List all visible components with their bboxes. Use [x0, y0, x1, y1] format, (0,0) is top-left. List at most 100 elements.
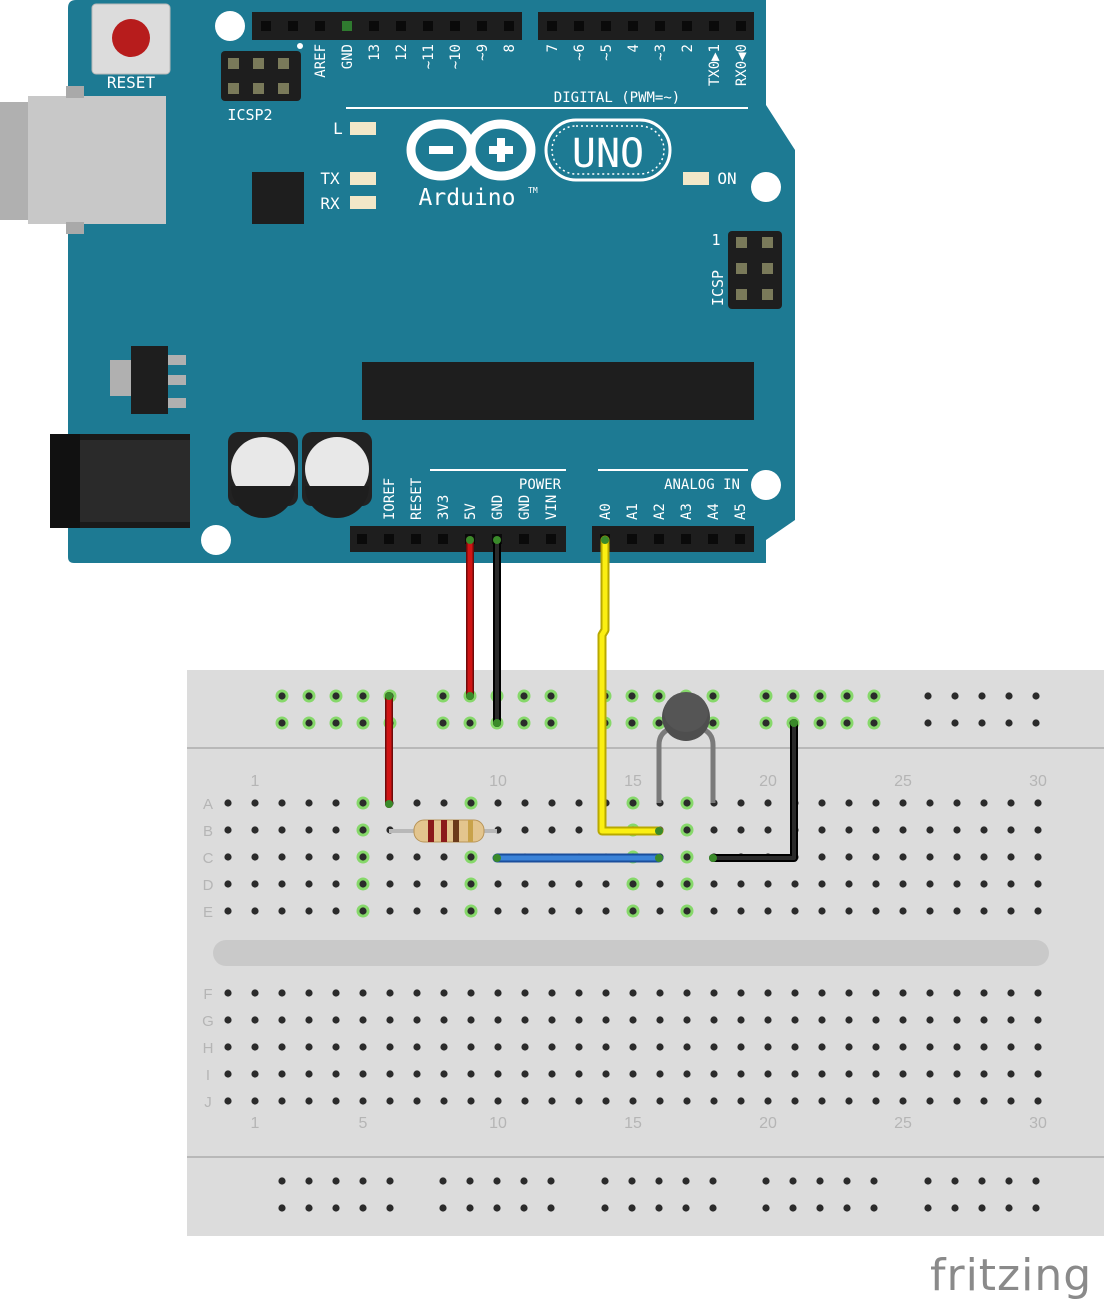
breadboard-hole: [359, 989, 367, 997]
breadboard-hole: [251, 880, 259, 888]
breadboard-hole: [521, 880, 529, 888]
breadboard-hole: [845, 1097, 853, 1105]
breadboard-hole: [494, 880, 502, 888]
header-pin-hole: [655, 21, 665, 31]
breadboard-hole: [980, 1043, 988, 1051]
header-pin-hole: [627, 534, 637, 544]
breadboard-hole: [710, 826, 718, 834]
breadboard-hole: [845, 799, 853, 807]
wire-yellow-a0[interactable]: [597, 535, 664, 836]
breadboard-hole: [980, 826, 988, 834]
icsp-label: ICSP: [709, 270, 727, 306]
icsp2-header: [221, 43, 303, 101]
breadboard-hole: [413, 1043, 421, 1051]
breadboard-hole: [467, 880, 475, 888]
breadboard-hole: [467, 1070, 475, 1078]
digital-pin-label: ~10: [448, 44, 464, 69]
breadboard-hole: [521, 907, 529, 915]
breadboard-hole: [440, 853, 448, 861]
breadboard-hole: [655, 692, 663, 700]
breadboard-hole: [1034, 853, 1042, 861]
breadboard-hole: [332, 1097, 340, 1105]
breadboard-hole: [953, 989, 961, 997]
breadboard-hole: [843, 692, 851, 700]
breadboard-row-label: I: [206, 1067, 210, 1084]
breadboard-hole: [439, 1204, 447, 1212]
header-pin-hole: [682, 21, 692, 31]
capacitor: [302, 432, 372, 518]
breadboard-hole: [440, 880, 448, 888]
breadboard-hole: [737, 1043, 745, 1051]
breadboard-hole: [359, 1204, 367, 1212]
breadboard-hole: [737, 799, 745, 807]
led-rx: [350, 196, 376, 209]
arduino-name: Arduino: [419, 185, 516, 211]
header-pin-hole: [315, 21, 325, 31]
breadboard-hole: [305, 880, 313, 888]
fritzing-logo: fritzing: [930, 1250, 1093, 1301]
breadboard-hole: [655, 1204, 663, 1212]
breadboard-hole: [251, 799, 259, 807]
breadboard-hole: [791, 880, 799, 888]
breadboard-hole: [629, 1016, 637, 1024]
breadboard-hole: [1007, 880, 1015, 888]
breadboard-hole: [386, 1043, 394, 1051]
breadboard-hole: [332, 1070, 340, 1078]
header-pin-hole: [261, 21, 271, 31]
breadboard-hole: [278, 826, 286, 834]
breadboard-hole: [843, 719, 851, 727]
breadboard-hole: [278, 1177, 286, 1185]
breadboard-hole: [926, 880, 934, 888]
reset-button[interactable]: [91, 3, 171, 75]
arduino-logo-icon: [406, 119, 536, 181]
header-pin-hole: [736, 21, 746, 31]
breadboard-hole: [548, 1043, 556, 1051]
breadboard-hole: [305, 1204, 313, 1212]
breadboard-hole: [656, 1070, 664, 1078]
header-pin-hole: [288, 21, 298, 31]
wire-endpoint: [493, 536, 501, 544]
breadboard-hole: [278, 799, 286, 807]
breadboard-hole: [575, 989, 583, 997]
breadboard-hole: [629, 989, 637, 997]
breadboard-hole: [816, 1204, 824, 1212]
breadboard-hole: [899, 1070, 907, 1078]
breadboard-hole: [1034, 799, 1042, 807]
breadboard-hole: [1007, 853, 1015, 861]
breadboard-hole: [899, 1043, 907, 1051]
breadboard-row-label: G: [202, 1013, 214, 1030]
digital-pin-label: TX0▶1: [707, 44, 723, 86]
wire-endpoint: [790, 719, 798, 727]
analog-pin-label: A1: [625, 503, 641, 520]
breadboard-hole: [764, 907, 772, 915]
board-pcb: [68, 0, 795, 563]
mount-hole: [201, 525, 231, 555]
breadboard-hole: [494, 1043, 502, 1051]
led-on: [683, 172, 709, 185]
icsp2-label: ICSP2: [227, 106, 272, 124]
breadboard-hole: [305, 799, 313, 807]
header-pin-hole: [601, 21, 611, 31]
breadboard-hole: [843, 1177, 851, 1185]
breadboard-hole: [547, 719, 555, 727]
breadboard-hole: [467, 853, 475, 861]
breadboard-hole: [980, 853, 988, 861]
digital-pin-label: GND: [340, 44, 356, 69]
breadboard-column-label: 15: [624, 1115, 642, 1132]
breadboard-hole: [359, 1016, 367, 1024]
breadboard-hole: [656, 907, 664, 915]
breadboard-hole: [332, 692, 340, 700]
wire-black-rail[interactable]: [709, 719, 798, 862]
breadboard-hole: [818, 826, 826, 834]
breadboard-hole: [710, 880, 718, 888]
breadboard-hole: [224, 1043, 232, 1051]
breadboard-hole: [899, 1016, 907, 1024]
wire-endpoint: [466, 692, 474, 700]
breadboard-hole: [359, 1070, 367, 1078]
breadboard-hole: [251, 989, 259, 997]
breadboard-hole: [845, 1070, 853, 1078]
power-pin-label: 5V: [463, 503, 479, 520]
breadboard-hole: [224, 1016, 232, 1024]
breadboard-hole: [359, 719, 367, 727]
breadboard-hole: [548, 826, 556, 834]
